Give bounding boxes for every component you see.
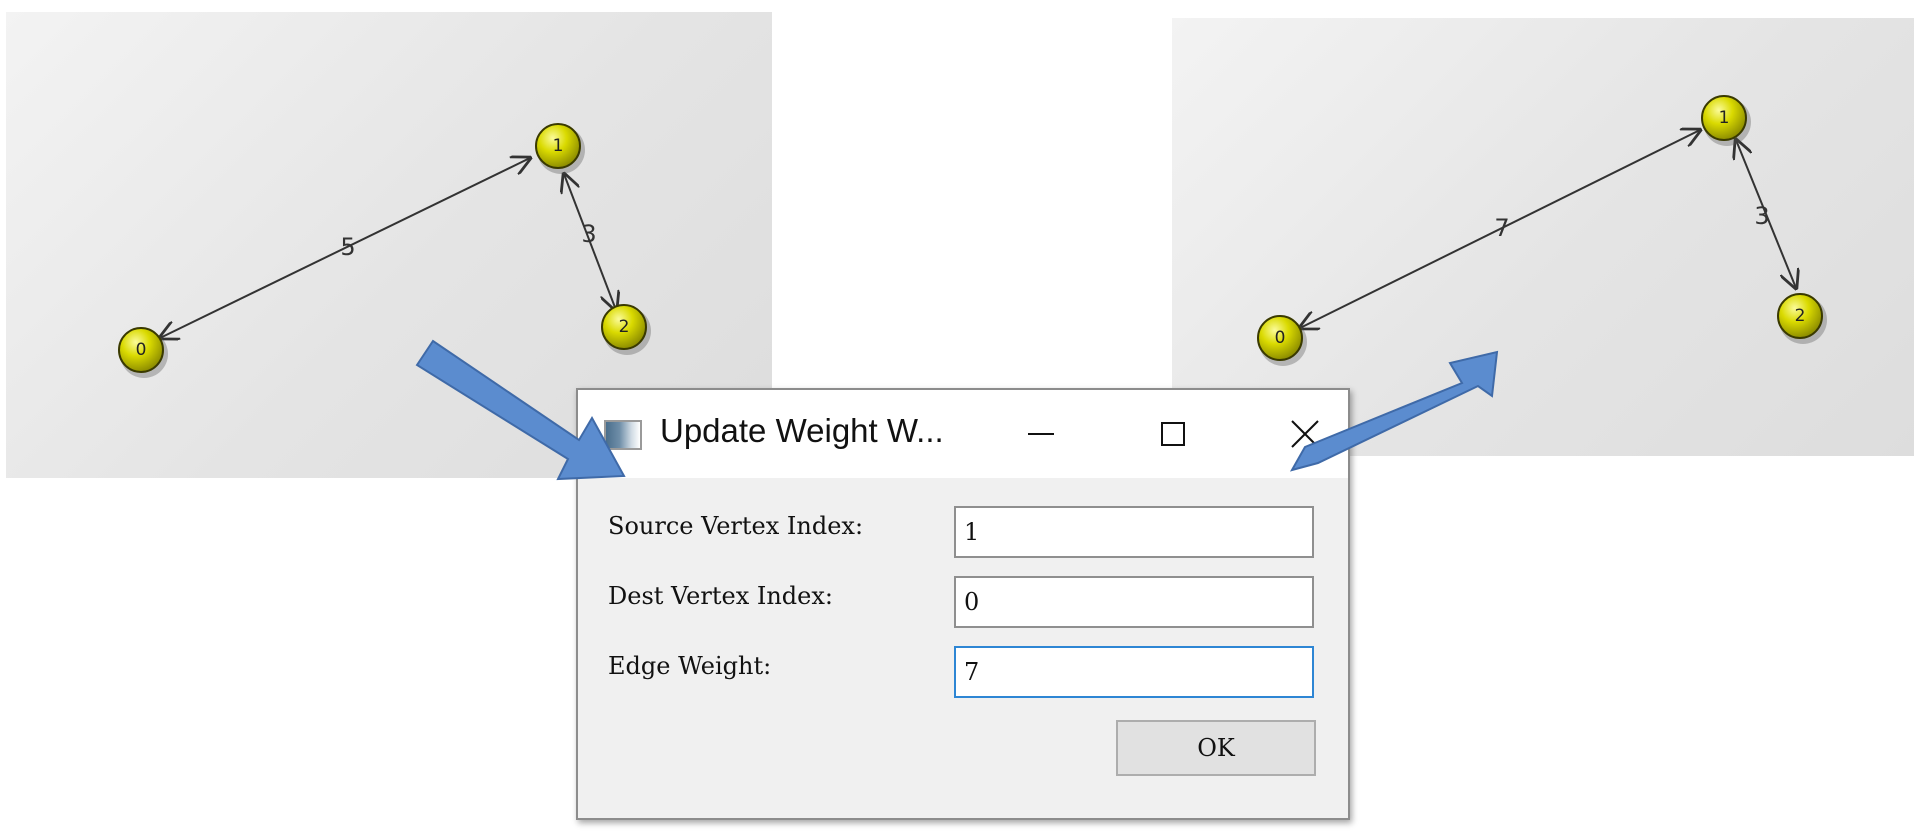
graph-node[interactable]: 0 [1257,315,1307,366]
dest-vertex-label: Dest Vertex Index: [608,582,833,610]
close-button[interactable] [1270,406,1340,462]
edge-weight-input[interactable] [954,646,1314,698]
maximize-icon [1161,422,1185,446]
update-weight-dialog: Update Weight W... Source Vertex Index: … [576,388,1350,820]
maximize-button[interactable] [1138,406,1208,462]
edge-weight-label: 3 [1754,202,1769,230]
graph-node[interactable]: 2 [601,304,651,355]
graph-after-canvas: 7 3 1 0 2 [1257,95,1827,366]
graph-node[interactable]: 2 [1777,293,1827,344]
graph-node[interactable]: 0 [118,327,168,378]
edge-1-2 [1736,140,1796,288]
dialog-titlebar[interactable]: Update Weight W... [578,390,1348,478]
node-label: 2 [1795,306,1806,326]
edge-1-0 [1300,130,1700,328]
node-label: 0 [1275,328,1286,348]
app-icon [604,420,642,450]
edge-1-2 [564,174,616,310]
edge-weight-label: 7 [1494,214,1509,242]
minimize-button[interactable] [1006,406,1076,462]
graph-node[interactable]: 1 [1701,95,1751,146]
graph-node[interactable]: 1 [535,123,585,174]
ok-button[interactable]: OK [1116,720,1316,776]
edge-weight-label: 3 [581,220,596,248]
node-label: 2 [619,317,630,337]
source-vertex-label: Source Vertex Index: [608,512,864,540]
minimize-icon [1028,433,1054,435]
dest-vertex-input[interactable] [954,576,1314,628]
close-icon [1291,420,1319,448]
edge-1-0 [160,158,530,338]
node-label: 0 [136,340,147,360]
node-label: 1 [1719,108,1730,128]
node-label: 1 [553,136,564,156]
source-vertex-input[interactable] [954,506,1314,558]
dialog-title: Update Weight W... [660,412,944,449]
edge-weight-label: 5 [340,233,355,261]
edge-weight-label: Edge Weight: [608,652,772,680]
